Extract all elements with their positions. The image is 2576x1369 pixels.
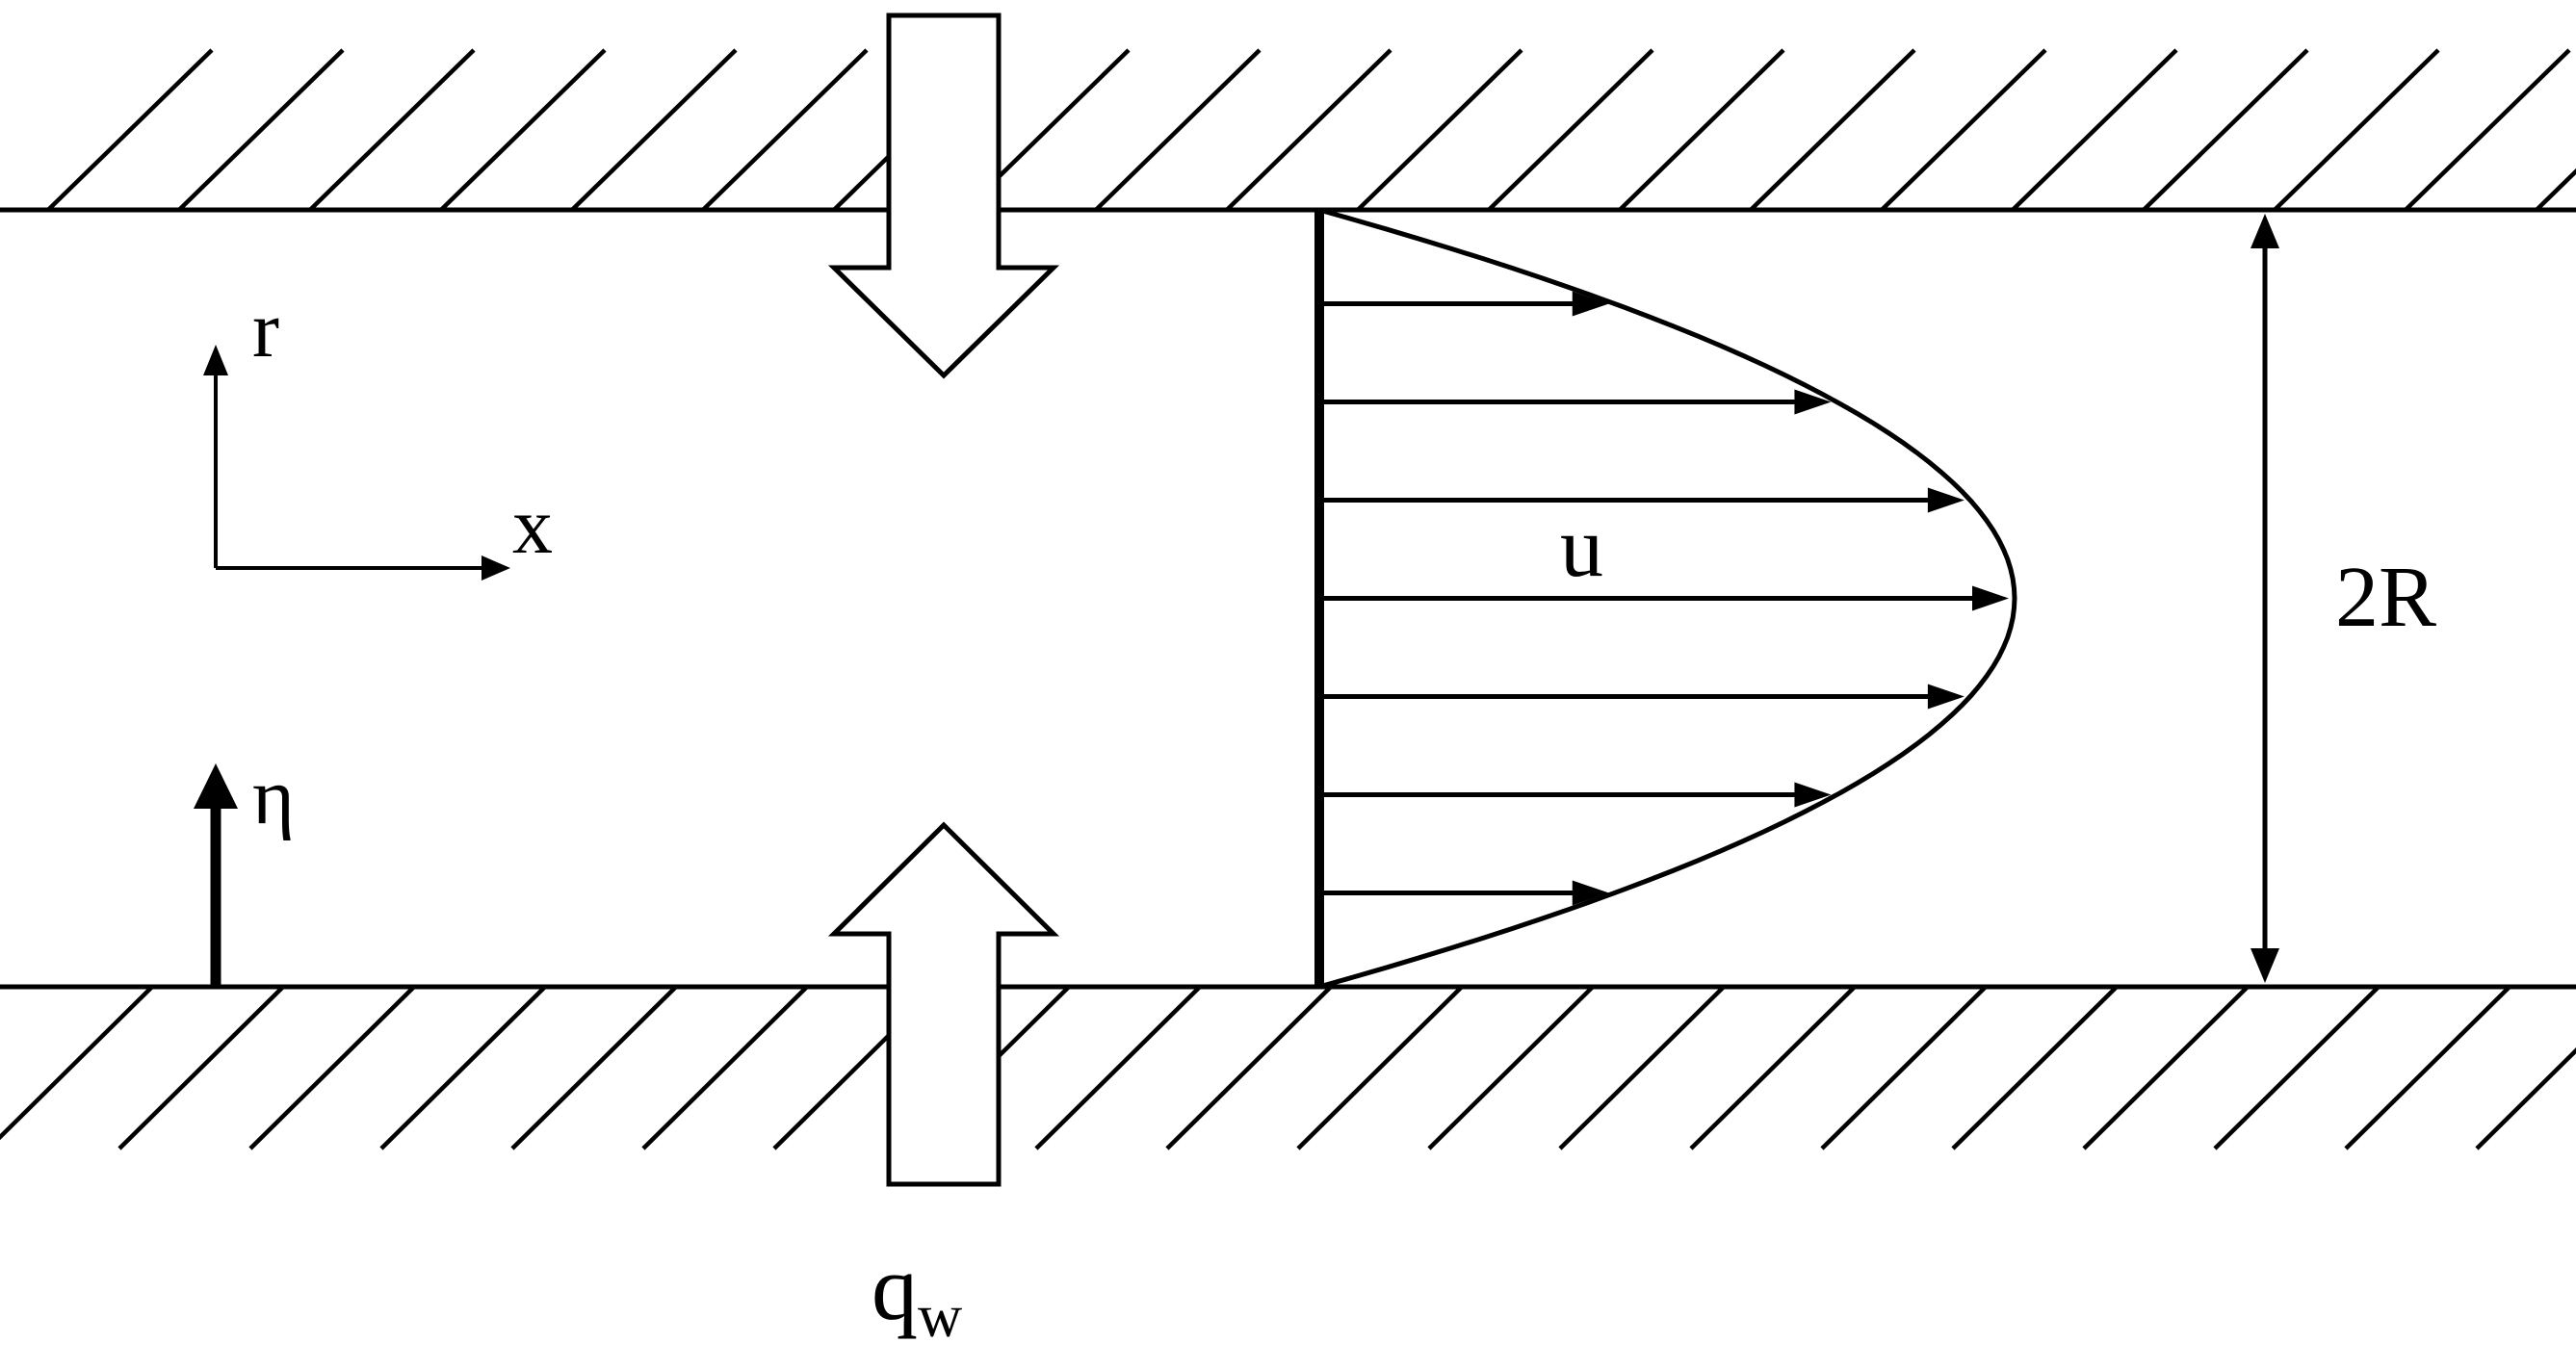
- hatch-line: [2142, 48, 2309, 212]
- hatch-line: [1034, 985, 1202, 1150]
- velocity-arrowhead: [1972, 585, 2009, 611]
- hatch-line: [1951, 985, 2119, 1150]
- hatch-line: [2011, 48, 2178, 212]
- r-axis-label: r: [252, 285, 279, 375]
- hatch-line: [2273, 48, 2440, 212]
- velocity-label: u: [1560, 500, 1603, 595]
- hatch-line: [1689, 985, 1857, 1150]
- diameter-label: 2R: [2335, 550, 2436, 645]
- velocity-arrowhead: [1572, 291, 1609, 317]
- velocity-arrows: [1319, 291, 2009, 906]
- heat-flux-arrow-down: [827, 13, 1060, 379]
- hatch-line: [177, 48, 345, 212]
- hatch-line: [1165, 985, 1333, 1150]
- hatch-line: [379, 985, 547, 1150]
- hatch-line: [248, 985, 416, 1150]
- bottom-wall-hatching: [0, 985, 2576, 1150]
- hatch-line: [46, 48, 214, 212]
- hatch-line: [1356, 48, 1523, 212]
- x-axis-label: x: [512, 481, 553, 571]
- heat-flux-label-subscript: w: [918, 1281, 962, 1350]
- hatch-line: [701, 48, 869, 212]
- velocity-arrowhead: [1572, 880, 1609, 906]
- hatch-line: [1296, 985, 1464, 1150]
- x-axis-arrowhead: [481, 555, 510, 581]
- hatch-line: [1427, 985, 1595, 1150]
- hatch-line: [2404, 48, 2571, 212]
- diameter-arrowhead-top: [2251, 214, 2279, 248]
- velocity-arrowhead: [1927, 684, 1965, 710]
- velocity-arrowhead: [1794, 782, 1832, 808]
- eta-label: η: [252, 752, 295, 841]
- r-axis-arrowhead: [203, 345, 228, 375]
- heat-flux-arrow-up: [827, 821, 1060, 1187]
- hatch-line: [1094, 48, 1262, 212]
- heat-flux-label-main: q: [872, 1236, 918, 1339]
- hatch-line: [1487, 48, 1654, 212]
- diameter-dimension: [2251, 214, 2279, 983]
- hatch-line: [1225, 48, 1392, 212]
- velocity-arrowhead: [1927, 487, 1965, 513]
- hatch-line: [2213, 985, 2381, 1150]
- hatch-line: [1820, 985, 1988, 1150]
- eta-arrow: [194, 763, 238, 987]
- hatch-line: [0, 985, 154, 1141]
- hatch-line: [308, 48, 476, 212]
- hatch-line: [641, 985, 809, 1150]
- hatch-line: [1749, 48, 1916, 212]
- hatch-line: [2082, 985, 2250, 1150]
- hatch-line: [1880, 48, 2047, 212]
- hatch-line: [117, 985, 285, 1150]
- hatch-line: [2344, 985, 2511, 1150]
- eta-arrowhead: [194, 763, 238, 809]
- hatch-line: [2535, 168, 2576, 212]
- hatch-line: [570, 48, 738, 212]
- velocity-arrowhead: [1794, 389, 1832, 415]
- hatch-line: [1618, 48, 1785, 212]
- hatch-line: [439, 48, 607, 212]
- heat-flux-label: qw: [872, 1236, 962, 1350]
- top-wall-hatching: [46, 48, 2576, 212]
- hatch-line: [510, 985, 678, 1150]
- velocity-profile-curve: [1318, 207, 2017, 990]
- hatch-line: [2475, 1047, 2576, 1150]
- hatch-line: [1558, 985, 1726, 1150]
- diameter-arrowhead-bottom: [2251, 948, 2279, 983]
- coordinate-axes: [203, 345, 510, 581]
